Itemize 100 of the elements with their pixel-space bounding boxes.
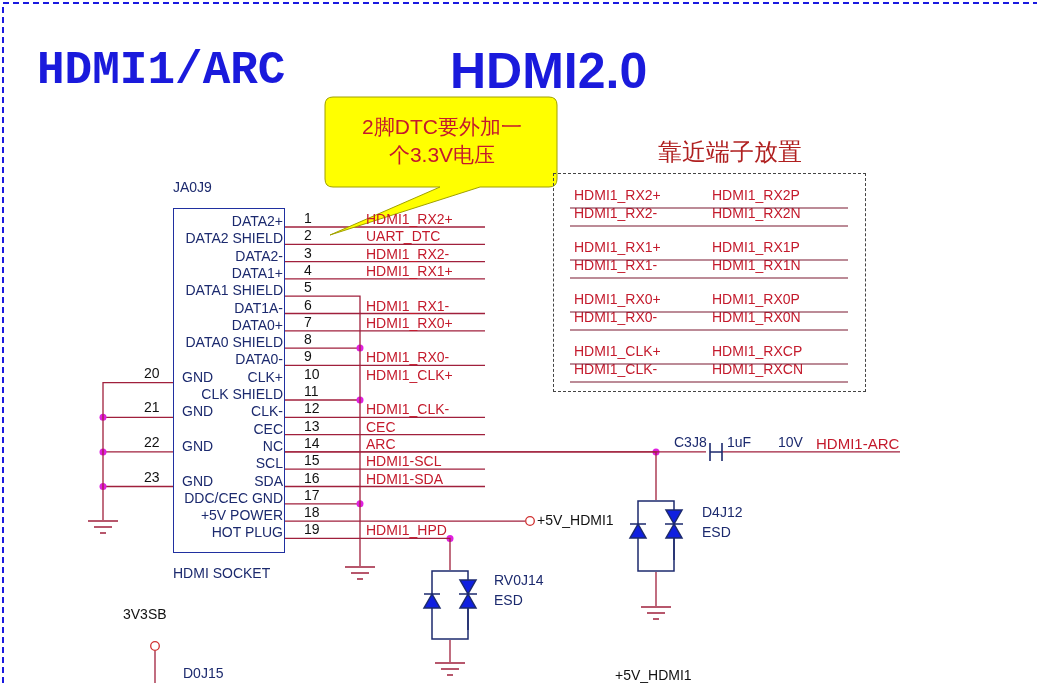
pin-number: 16 (304, 470, 320, 485)
pin-name: DATA1+ (231, 265, 283, 280)
pin-number: 15 (304, 453, 320, 468)
pin-name: DATA0- (235, 352, 283, 367)
net-label: HDMI1_CLK- (574, 362, 658, 376)
part-label: RV0J14 (494, 573, 544, 587)
net-label: HDMI1-SCL (366, 454, 442, 469)
net-label: HDMI1_RXCN (712, 362, 803, 376)
net-label: HDMI1_RX1+ (574, 240, 661, 254)
pin-name: DATA0 SHIELD (185, 335, 283, 350)
pin-number: 1 (304, 211, 312, 225)
pin-number: 9 (304, 349, 312, 364)
net-label: HDMI1_RX0N (712, 310, 801, 324)
pin-number: 4 (304, 262, 312, 277)
pin-name: GND (182, 404, 214, 419)
net-label: HDMI1_RX2- (574, 206, 658, 220)
pin-name: DATA2- (235, 248, 283, 263)
net-label: HDMI1_RX0+ (366, 315, 453, 330)
net-label: UART_DTC (366, 229, 441, 244)
pin-number: 2 (304, 228, 312, 243)
net-label: HDMI1_CLK- (366, 402, 450, 417)
pin-name: DDC/CEC GND (184, 490, 283, 505)
net-label: HDMI1_RX2+ (574, 188, 661, 202)
wire (449, 639, 451, 663)
heading: HDMI2.0 (450, 42, 648, 100)
diagram-title: HDMI1/ARC (37, 45, 286, 97)
pin-number: 11 (304, 384, 319, 398)
pin-number: 23 (144, 469, 160, 484)
pin-name: DATA1 SHIELD (185, 283, 283, 298)
pin-name: SDA (254, 473, 283, 488)
part-label: 10V (778, 435, 803, 449)
pin-number: 3 (304, 245, 312, 260)
pin-number: 19 (304, 522, 320, 537)
wire (102, 382, 174, 521)
pin-number: 6 (304, 297, 312, 312)
part-label: ESD (702, 525, 731, 539)
part-label: JA0J9 (173, 180, 212, 194)
net-label: HDMI1-SDA (366, 471, 443, 486)
pin-number: 10 (304, 366, 320, 381)
net-label: HDMI1_RX2N (712, 206, 801, 220)
net-label: HDMI1_RX0P (712, 292, 800, 306)
pin-name: DATA2 SHIELD (185, 231, 283, 246)
net-label: ARC (366, 436, 396, 451)
net-label: HDMI1_RX1N (712, 258, 801, 272)
net-label: HDMI1_RX0- (366, 350, 450, 365)
part-label: +5V_HDMI1 (537, 513, 614, 528)
net-label: HDMI1_CLK+ (574, 344, 661, 358)
power-label: +5V_HDMI1 (615, 668, 692, 682)
pin-name: CLK SHIELD (201, 387, 283, 401)
pin-name: DAT1A- (234, 300, 283, 315)
pin-name: NC (262, 438, 283, 453)
wire (284, 295, 361, 567)
pin-number: 22 (144, 434, 160, 449)
pin-number: 5 (304, 280, 312, 295)
net-label: HDMI1_RX1- (366, 298, 450, 313)
net-label: HDMI1_RX1+ (366, 263, 453, 278)
pin-number: 7 (304, 314, 312, 329)
pin-name: CLK- (251, 404, 283, 419)
pin-number: 21 (144, 400, 160, 415)
wire (655, 571, 657, 607)
pin-name: HOT PLUG (211, 525, 283, 540)
pin-name: SCL (255, 456, 283, 471)
pin-name: GND (182, 369, 214, 384)
part-label: 3V3SB (123, 607, 167, 621)
pin-number: 8 (304, 332, 312, 347)
pin-name: CEC (253, 421, 283, 436)
pin-name: CLK+ (247, 369, 283, 384)
net-label: HDMI1_RX1- (574, 258, 658, 272)
part-label: D4J12 (702, 505, 743, 519)
pin-number: 17 (304, 487, 320, 502)
pin-number: 13 (304, 418, 320, 433)
wire (154, 650, 156, 683)
net-label: HDMI1-ARC (816, 435, 900, 451)
net-label: HDMI1_RX0+ (574, 292, 661, 306)
callout-text: 2脚DTC要外加一个3.3V电压 (361, 114, 523, 169)
pin-number: 20 (144, 365, 160, 380)
pin-number: 12 (304, 401, 320, 416)
net-label: HDMI1_RX2- (366, 246, 450, 261)
pin-name: GND (182, 473, 214, 488)
part-label: D0J15 (183, 666, 224, 680)
part-label: ESD (494, 593, 523, 607)
pin-number: 18 (304, 505, 320, 520)
net-label: HDMI1_RXCP (712, 344, 803, 358)
part-label: HDMI SOCKET (173, 566, 271, 580)
pin-number: 14 (304, 435, 320, 450)
pin-name: GND (182, 438, 214, 453)
wire (284, 520, 526, 522)
pin-name: +5V POWER (200, 508, 283, 523)
part-label: C3J8 (674, 435, 707, 449)
net-label: HDMI1_RX2P (712, 188, 800, 202)
net-label: HDMI1_HPD (366, 523, 447, 538)
net-label: HDMI1_RX0- (574, 310, 658, 324)
net-label: CEC (366, 419, 396, 434)
wire (284, 537, 451, 571)
pin-name: DATA2+ (231, 214, 283, 228)
wire (284, 451, 657, 501)
part-label: 1uF (727, 435, 752, 449)
net-label: HDMI1_CLK+ (366, 367, 453, 382)
region-heading: 靠近端子放置 (658, 140, 802, 164)
pin-name: DATA0+ (231, 317, 283, 332)
